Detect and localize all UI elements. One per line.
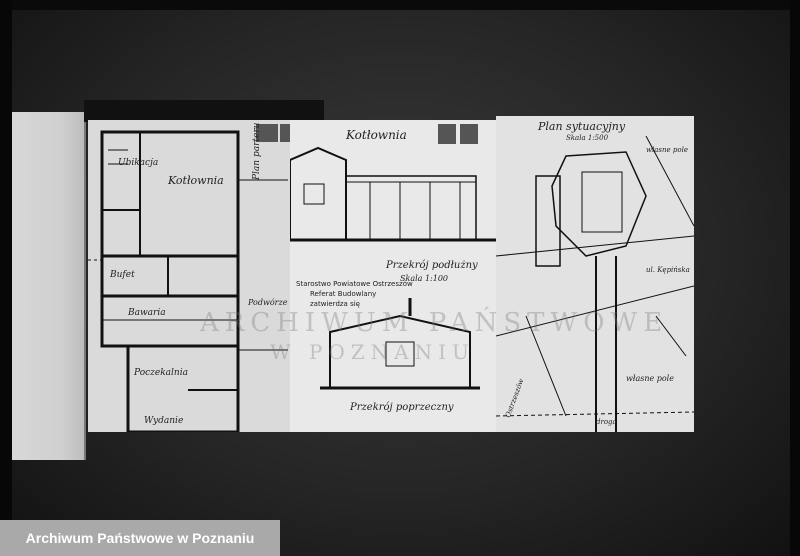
film-edge-top	[0, 0, 800, 10]
site-plan-title: Plan sytuacyjny	[538, 120, 626, 133]
site-label-field-2: własne pole	[626, 374, 674, 383]
caption-bar	[0, 520, 280, 556]
room-label-yard: Podwórze	[248, 298, 288, 307]
archive-watermark-line-2: W POZNANIU	[270, 340, 475, 364]
room-label-waiting: Poczekalnia	[134, 368, 188, 378]
room-label-buffet: Bufet	[110, 270, 135, 280]
film-edge-right	[790, 0, 800, 556]
section-long-label: Przekrój podłużny	[386, 260, 478, 271]
room-label-boiler: Kotłownia	[168, 174, 224, 187]
site-label-road: droga	[596, 418, 617, 426]
archive-caption: Archiwum Państwowe w Poznaniu	[25, 530, 255, 546]
section-cross-label: Przekrój poprzeczny	[350, 402, 454, 413]
floor-plan-drawing	[88, 124, 290, 432]
section-drawing	[290, 124, 496, 390]
floor-plan-note: Plan parteru	[252, 122, 262, 180]
shadow-strip	[84, 100, 324, 122]
film-edge-left	[0, 0, 12, 556]
site-plan-sheet: Plan sytuacyjny Skala 1:500 własne pole …	[496, 116, 694, 432]
site-plan-scale: Skala 1:500	[566, 134, 609, 142]
revenue-stamp-2	[280, 124, 290, 142]
approval-stamp-line-3: zatwierdza się	[310, 300, 360, 308]
revenue-stamp-4	[460, 124, 478, 144]
archive-watermark-line-1: ARCHIWUM PAŃSTWOWE	[200, 308, 669, 338]
approval-stamp-line-2: Referat Budowlany	[310, 290, 377, 298]
section-scale: Skala 1:100	[400, 274, 449, 283]
floor-plan-sheet: Ubikacja Kotłownia Bufet Bawaria Podwórz…	[88, 120, 290, 432]
room-label-issue: Wydanie	[144, 416, 184, 426]
revenue-stamp-3	[438, 124, 456, 144]
section-title: Kotłownia	[346, 128, 407, 142]
site-label-street: ul. Kępińska	[646, 266, 690, 274]
site-plan-drawing	[496, 135, 694, 432]
room-label-wc: Ubikacja	[118, 158, 159, 168]
site-label-field-1: własne pole	[646, 146, 688, 154]
revenue-stamp-1	[256, 124, 278, 142]
room-label-bavaria: Bawaria	[128, 308, 166, 318]
blank-left-sheet	[12, 112, 86, 460]
section-sheet: Kotłownia Przekrój podłużny Skala 1:100 …	[290, 120, 496, 432]
approval-stamp-line-1: Starostwo Powiatowe Ostrzeszów	[296, 280, 413, 288]
